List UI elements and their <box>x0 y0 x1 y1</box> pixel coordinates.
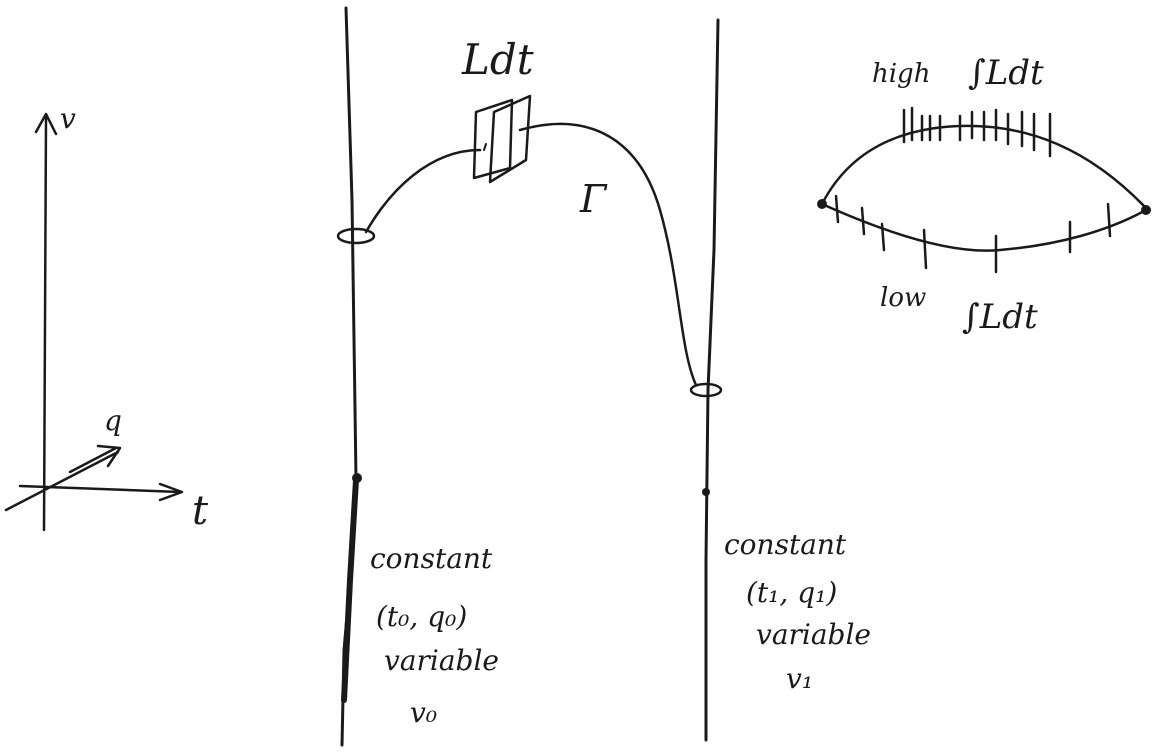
comparison-end-point <box>1141 205 1151 215</box>
end-point <box>702 488 710 496</box>
end-vertical-line <box>704 18 720 742</box>
start-variable-label: variable <box>384 644 499 677</box>
end-ring <box>689 382 723 398</box>
end-point-label: (t₁, q₁) <box>746 576 837 609</box>
end-velocity-label: v₁ <box>786 662 813 695</box>
low-action-path <box>820 202 1148 252</box>
action-comparison: high ∫Ldt low ∫Ldt <box>817 53 1151 337</box>
path-gamma <box>364 122 698 387</box>
low-ticks <box>834 194 1112 274</box>
high-label: high <box>872 59 930 89</box>
start-ring <box>336 227 376 245</box>
low-label: low <box>880 283 926 313</box>
start-point-label: (t₀, q₀) <box>376 600 467 633</box>
comparison-start-point <box>817 199 827 209</box>
end-labels: constant (t₁, q₁) variable v₁ <box>724 528 871 695</box>
end-variable-label: variable <box>756 618 871 651</box>
v-axis <box>42 116 48 532</box>
t-axis-label: t <box>192 488 209 534</box>
start-constant-label: constant <box>370 542 493 575</box>
high-ticks <box>902 106 1052 158</box>
q-axis-label: q <box>104 404 122 437</box>
q-axis <box>4 446 120 512</box>
gamma-label: Γ <box>579 177 608 221</box>
start-point <box>352 473 362 483</box>
v-arrow-icon <box>34 112 58 136</box>
start-constant-segment <box>341 477 359 703</box>
q-arrow-icon <box>96 444 122 468</box>
ldt-label: Ldt <box>461 35 534 84</box>
t-arrow-icon <box>158 482 184 502</box>
low-integral-label: ∫Ldt <box>962 297 1038 337</box>
start-velocity-label: v₀ <box>410 696 437 729</box>
ldt-element <box>472 94 532 184</box>
end-constant-label: constant <box>724 528 847 561</box>
start-labels: constant (t₀, q₀) variable v₀ <box>370 542 499 729</box>
t-axis <box>18 484 182 494</box>
axes: v q t <box>4 102 209 534</box>
v-axis-label: v <box>60 102 76 135</box>
high-integral-label: ∫Ldt <box>968 53 1044 93</box>
